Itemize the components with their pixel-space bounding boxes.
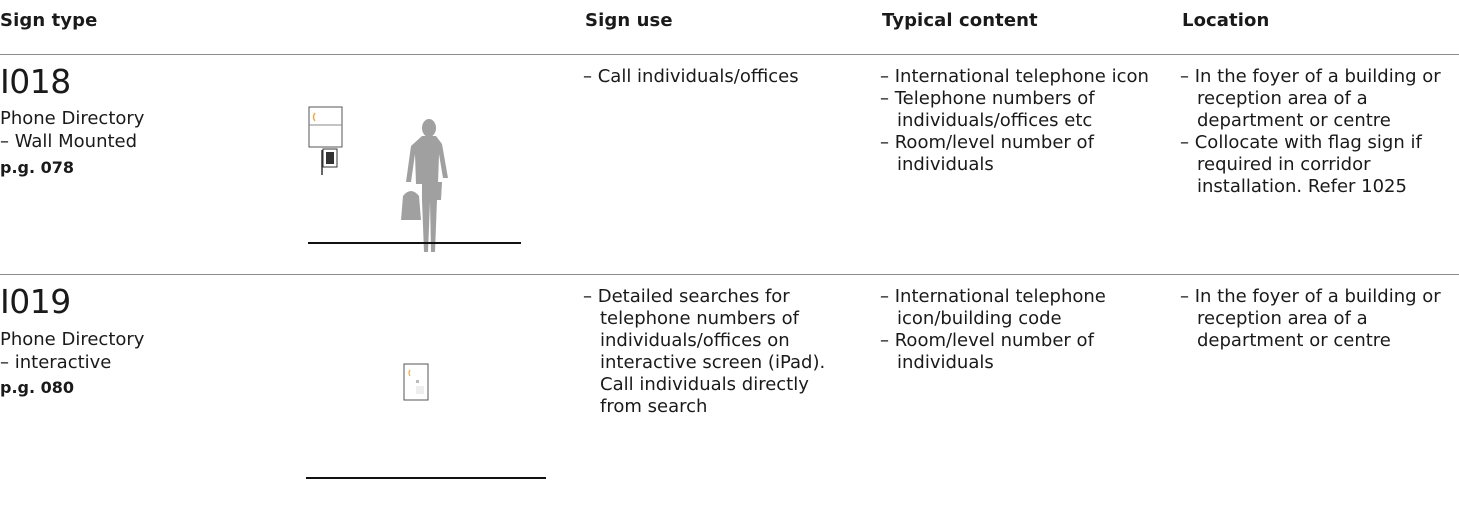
list-item: International telephone icon bbox=[880, 66, 1170, 88]
sign-title-line1: Phone Directory bbox=[0, 108, 145, 129]
list-item: Collocate with flag sign if required in … bbox=[1180, 132, 1455, 198]
sign-code: I018 bbox=[0, 62, 71, 101]
page-reference: p.g. 078 bbox=[0, 158, 75, 177]
list-item: Room/level number of individuals bbox=[880, 132, 1170, 176]
location-list: In the foyer of a building or reception … bbox=[1180, 66, 1455, 198]
list-item: Detailed searches for telephone numbers … bbox=[583, 286, 845, 418]
header-typical-content: Typical content bbox=[882, 10, 1038, 31]
sign-code: I019 bbox=[0, 282, 71, 321]
page-reference: p.g. 080 bbox=[0, 378, 75, 397]
sign-title-line1: Phone Directory bbox=[0, 329, 145, 350]
sign-title-line2: – Wall Mounted bbox=[0, 131, 138, 152]
typical-content-list: International telephone icon/building co… bbox=[880, 286, 1170, 374]
row-divider bbox=[0, 274, 1459, 275]
wall-phone-directory-icon bbox=[308, 106, 343, 175]
list-item: In the foyer of a building or reception … bbox=[1180, 66, 1455, 132]
header-divider bbox=[0, 54, 1459, 55]
list-item: In the foyer of a building or reception … bbox=[1180, 286, 1455, 352]
ipad-directory-icon bbox=[403, 363, 429, 401]
list-item: Call individuals/offices bbox=[583, 66, 873, 88]
floor-line bbox=[308, 242, 521, 244]
list-item: International telephone icon/building co… bbox=[880, 286, 1170, 330]
location-list: In the foyer of a building or reception … bbox=[1180, 286, 1455, 352]
header-sign-type: Sign type bbox=[0, 10, 98, 31]
list-item: Telephone numbers of individuals/offices… bbox=[880, 88, 1170, 132]
floor-line bbox=[306, 477, 546, 479]
list-item: Room/level number of individuals bbox=[880, 330, 1170, 374]
sign-use-list: Call individuals/offices bbox=[583, 66, 873, 88]
typical-content-list: International telephone icon Telephone n… bbox=[880, 66, 1170, 176]
header-sign-use: Sign use bbox=[585, 10, 673, 31]
header-location: Location bbox=[1182, 10, 1270, 31]
person-silhouette bbox=[401, 119, 448, 252]
sign-use-list: Detailed searches for telephone numbers … bbox=[583, 286, 845, 418]
sign-title-line2: – interactive bbox=[0, 352, 112, 373]
